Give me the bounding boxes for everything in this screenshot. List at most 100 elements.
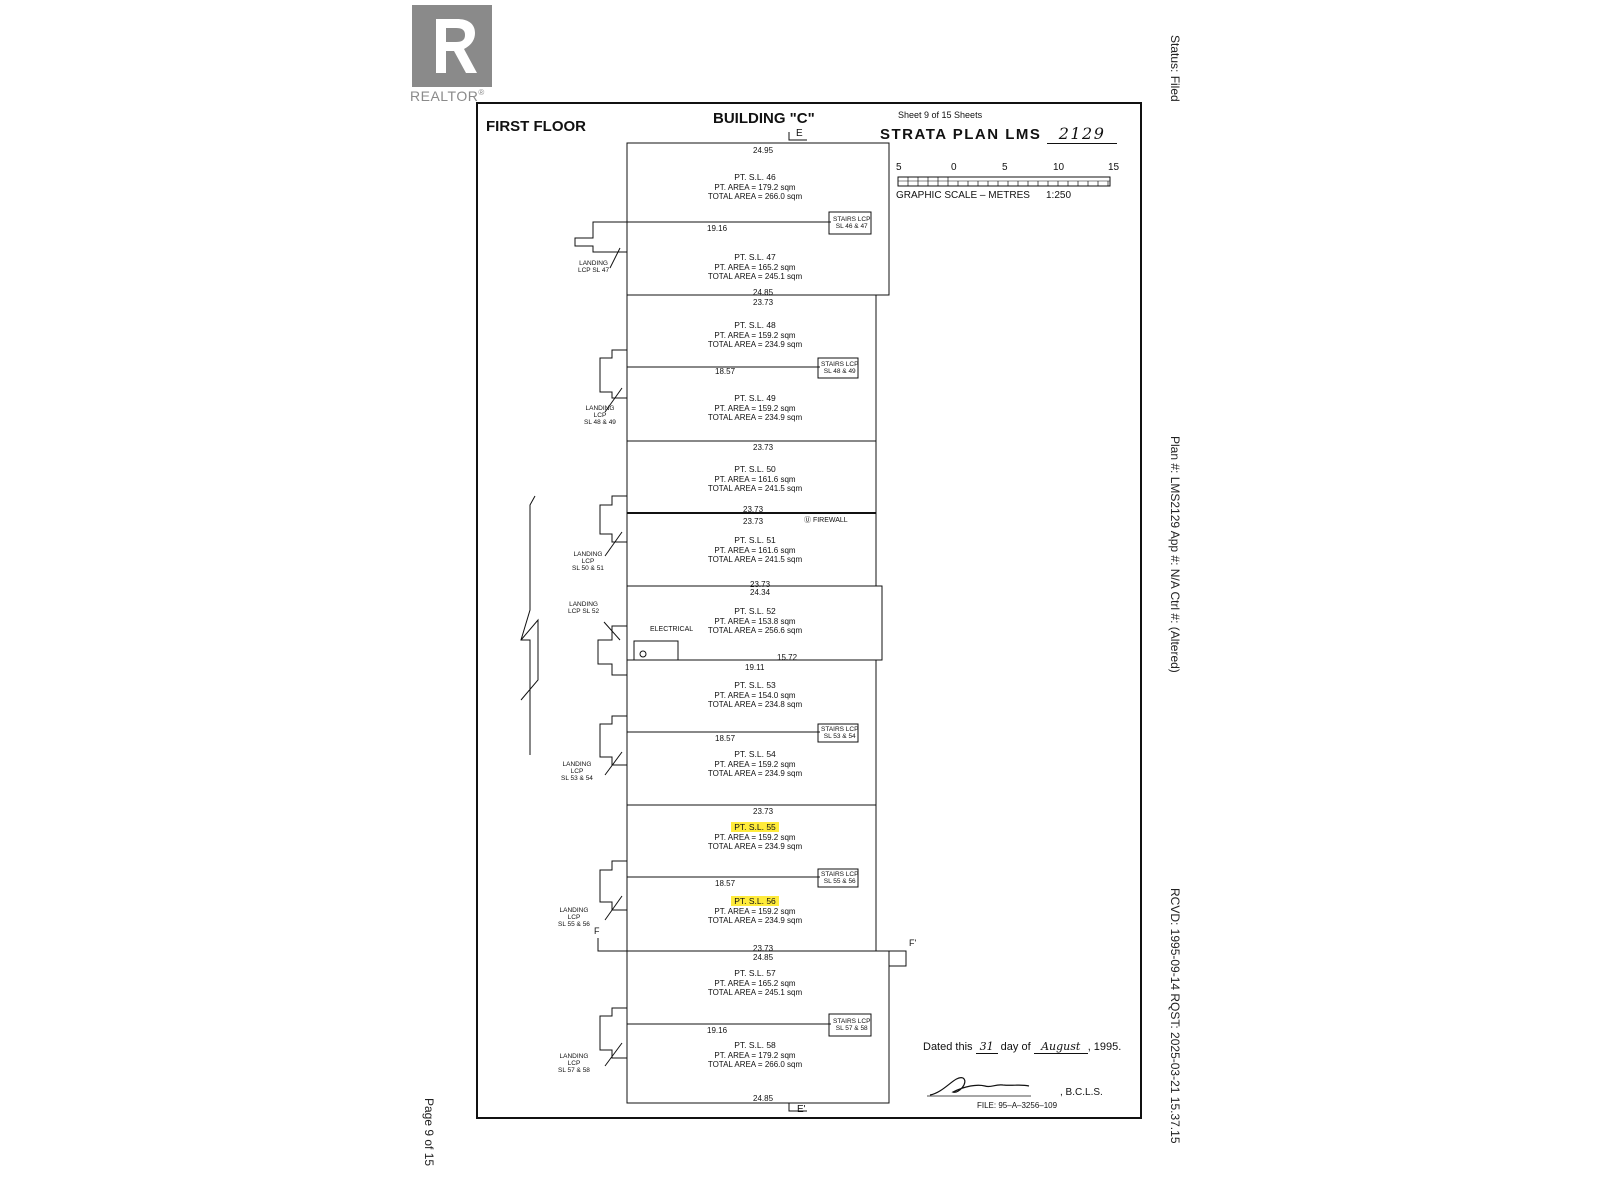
strata-lot-name: PT. S.L. 51 xyxy=(734,535,776,545)
dim-2373-e: 23.73 xyxy=(750,580,771,589)
strata-lot-name: PT. S.L. 54 xyxy=(734,749,776,759)
strata-lot-area: PT. AREA = 159.2 sqm xyxy=(714,760,796,769)
strata-lot-area: PT. AREA = 161.6 sqm xyxy=(714,475,796,484)
file-number: FILE: 95–A–3256–109 xyxy=(977,1101,1058,1110)
strata-lot-name: PT. S.L. 58 xyxy=(734,1040,776,1050)
dated-day: 31 xyxy=(975,1040,998,1054)
realtor-wordmark: REALTOR® xyxy=(410,88,485,104)
strata-lot-name: PT. S.L. 49 xyxy=(734,393,776,403)
section-mark-e-top: E xyxy=(796,128,803,139)
realtor-logo xyxy=(412,5,492,87)
sheet-count: Sheet 9 of 15 Sheets xyxy=(898,110,983,120)
graphic-scale: 5 0 5 10 15 GRAPHIC SCALE – METRES 1:250 xyxy=(896,162,1120,201)
strata-lot-name: PT. S.L. 56 xyxy=(731,896,779,906)
strata-lot-name: PT. S.L. 53 xyxy=(734,680,776,690)
firewall-note: Ⓤ FIREWALL xyxy=(804,517,848,524)
dim-2373-a: 23.73 xyxy=(753,298,774,307)
strata-lot-area: PT. AREA = 159.2 sqm xyxy=(714,907,796,916)
strata-lot-name: PT. S.L. 52 xyxy=(734,606,776,616)
bcls-suffix: , B.C.L.S. xyxy=(1060,1087,1103,1098)
strata-lot-total-area: TOTAL AREA = 234.9 sqm xyxy=(707,916,803,925)
block-57-58-outline xyxy=(626,950,890,1104)
section-mark-f-right: F' xyxy=(909,938,917,948)
strata-lot-total-area: TOTAL AREA = 234.9 sqm xyxy=(707,340,803,349)
strata-lot-area: PT. AREA = 154.0 sqm xyxy=(714,691,796,700)
dim-2373-b: 23.73 xyxy=(753,443,774,452)
dim-2373-g: 23.73 xyxy=(753,944,774,953)
strata-lot-total-area: TOTAL AREA = 234.8 sqm xyxy=(707,700,803,709)
strata-lot-total-area: TOTAL AREA = 266.0 sqm xyxy=(707,192,803,201)
strata-lot-area: PT. AREA = 179.2 sqm xyxy=(714,1051,796,1060)
dim-2373-f: 23.73 xyxy=(753,807,774,816)
strata-lot-area: PT. AREA = 165.2 sqm xyxy=(714,263,796,272)
dated-line: Dated this 31 day of August, 1995. xyxy=(923,1040,1122,1054)
strata-lot-area: PT. AREA = 179.2 sqm xyxy=(714,183,796,192)
surveyor-signature xyxy=(927,1077,1031,1097)
strata-lot-name: PT. S.L. 55 xyxy=(731,822,779,832)
strata-lot-area: PT. AREA = 165.2 sqm xyxy=(714,979,796,988)
strata-lot-area: PT. AREA = 161.6 sqm xyxy=(714,546,796,555)
dim-2373-d: 23.73 xyxy=(743,517,764,526)
scale-bar xyxy=(897,176,1111,187)
dim-1857-b: 18.57 xyxy=(715,734,736,743)
dim-1916-b: 19.16 xyxy=(707,1026,728,1035)
strata-lot-total-area: TOTAL AREA = 234.9 sqm xyxy=(707,842,803,851)
floor-title: FIRST FLOOR xyxy=(486,118,586,135)
strata-lot-total-area: TOTAL AREA = 256.6 sqm xyxy=(707,626,803,635)
strata-lot-area: PT. AREA = 159.2 sqm xyxy=(714,331,796,340)
strata-lot-area: PT. AREA = 153.8 sqm xyxy=(714,617,796,626)
building-title: BUILDING "C" xyxy=(713,110,815,127)
dim-1916-a: 19.16 xyxy=(707,224,728,233)
plan-sheet xyxy=(476,102,1142,1119)
dim-top: 24.95 xyxy=(753,146,774,155)
dim-1572: 15.72 xyxy=(777,653,798,662)
dim-1857-c: 18.57 xyxy=(715,879,736,888)
section-mark-f-left: F xyxy=(594,926,600,936)
dim-2373-c: 23.73 xyxy=(743,505,764,514)
dim-1857-a: 18.57 xyxy=(715,367,736,376)
dated-month: August xyxy=(1033,1040,1088,1054)
section-mark-e-bottom: E' xyxy=(797,1104,806,1115)
strata-plan-title: STRATA PLAN LMS 2129 xyxy=(880,124,1118,144)
strata-lot-name: PT. S.L. 50 xyxy=(734,464,776,474)
dim-2485-a: 24.85 xyxy=(753,288,774,297)
strata-lot-area: PT. AREA = 159.2 sqm xyxy=(714,404,796,413)
strata-lot-name: PT. S.L. 47 xyxy=(734,252,776,262)
dim-2485-b: 24.85 xyxy=(753,953,774,962)
dim-1911: 19.11 xyxy=(745,663,765,672)
plan-number: 2129 xyxy=(1047,124,1118,144)
strata-lot-total-area: TOTAL AREA = 234.9 sqm xyxy=(707,413,803,422)
strata-lot-total-area: TOTAL AREA = 245.1 sqm xyxy=(707,988,803,997)
strata-lot-total-area: TOTAL AREA = 245.1 sqm xyxy=(707,272,803,281)
strata-lot-total-area: TOTAL AREA = 241.5 sqm xyxy=(707,484,803,493)
strata-lot-area: PT. AREA = 159.2 sqm xyxy=(714,833,796,842)
strata-lot-name: PT. S.L. 48 xyxy=(734,320,776,330)
dim-2434: 24.34 xyxy=(750,588,771,597)
dim-2485-c: 24.85 xyxy=(753,1094,774,1103)
strata-lot-total-area: TOTAL AREA = 234.9 sqm xyxy=(707,769,803,778)
strata-lot-name: PT. S.L. 46 xyxy=(734,172,776,182)
electrical-note: ELECTRICAL xyxy=(650,626,694,633)
